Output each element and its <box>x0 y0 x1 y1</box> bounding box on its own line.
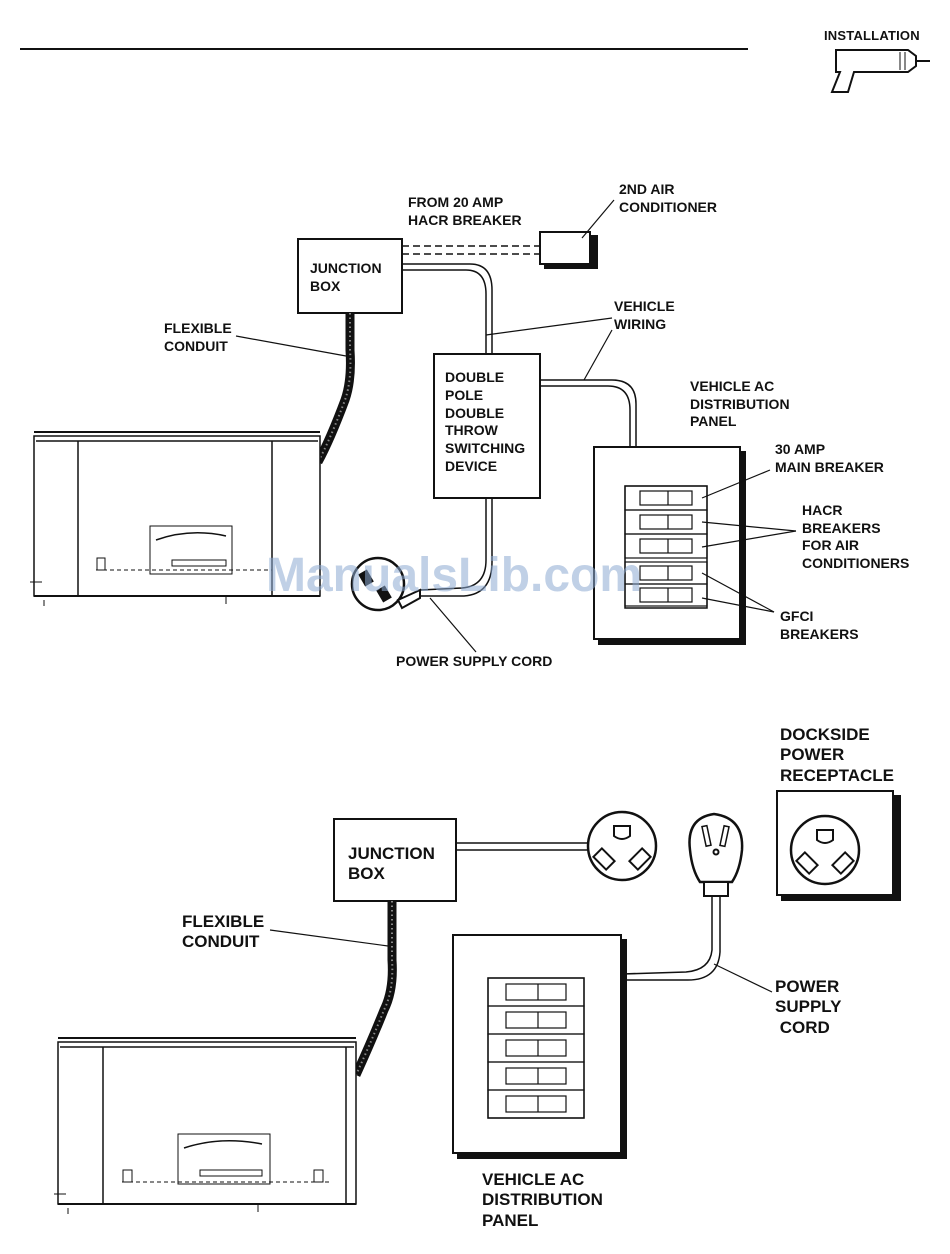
junction-box-2 <box>333 818 457 902</box>
power-cord-label-1: POWER SUPPLY CORD <box>396 653 553 669</box>
flexible-conduit-2 <box>351 901 397 1077</box>
second-ac-label: 2ND AIR CONDITIONER <box>619 181 717 215</box>
power-cord-plug <box>688 812 744 884</box>
distribution-panel-label-2: VEHICLE AC DISTRIBUTION PANEL <box>482 1170 603 1230</box>
junction-box-label-2: JUNCTION BOX <box>348 844 435 884</box>
dockside-label: DOCKSIDE POWER RECEPTACLE <box>780 725 894 785</box>
from-breaker-label: FROM 20 AMP HACR BREAKER <box>408 194 522 228</box>
main-breaker-label: 30 AMP MAIN BREAKER <box>775 441 884 475</box>
flexible-conduit-label-2: FLEXIBLE CONDUIT <box>182 912 265 952</box>
junction-box-label-1: JUNCTION BOX <box>310 260 382 294</box>
generator-plug-face <box>586 810 658 882</box>
switching-device <box>433 353 541 499</box>
flexible-conduit-label-1: FLEXIBLE CONDUIT <box>164 320 232 354</box>
drill-icon <box>830 49 930 93</box>
second-ac-unit <box>539 231 591 265</box>
hacr-breakers-label: HACR BREAKERS FOR AIR CONDITIONERS <box>802 502 910 571</box>
gfci-breakers-label: GFCI BREAKERS <box>780 608 859 642</box>
vehicle-wiring-label: VEHICLE WIRING <box>614 298 675 332</box>
power-cord-label-2: POWER SUPPLY CORD <box>775 977 842 1037</box>
generator-2 <box>54 1037 357 1214</box>
header-rule <box>20 48 748 50</box>
generator-1 <box>30 431 321 606</box>
watermark: ManualsLib.com <box>266 549 643 602</box>
section-label: INSTALLATION <box>824 28 920 43</box>
flexible-conduit-1 <box>314 313 355 465</box>
distribution-panel-label-1: VEHICLE AC DISTRIBUTION PANEL <box>690 378 790 429</box>
switching-device-label: DOUBLE POLE DOUBLE THROW SWITCHING DEVIC… <box>445 369 526 474</box>
